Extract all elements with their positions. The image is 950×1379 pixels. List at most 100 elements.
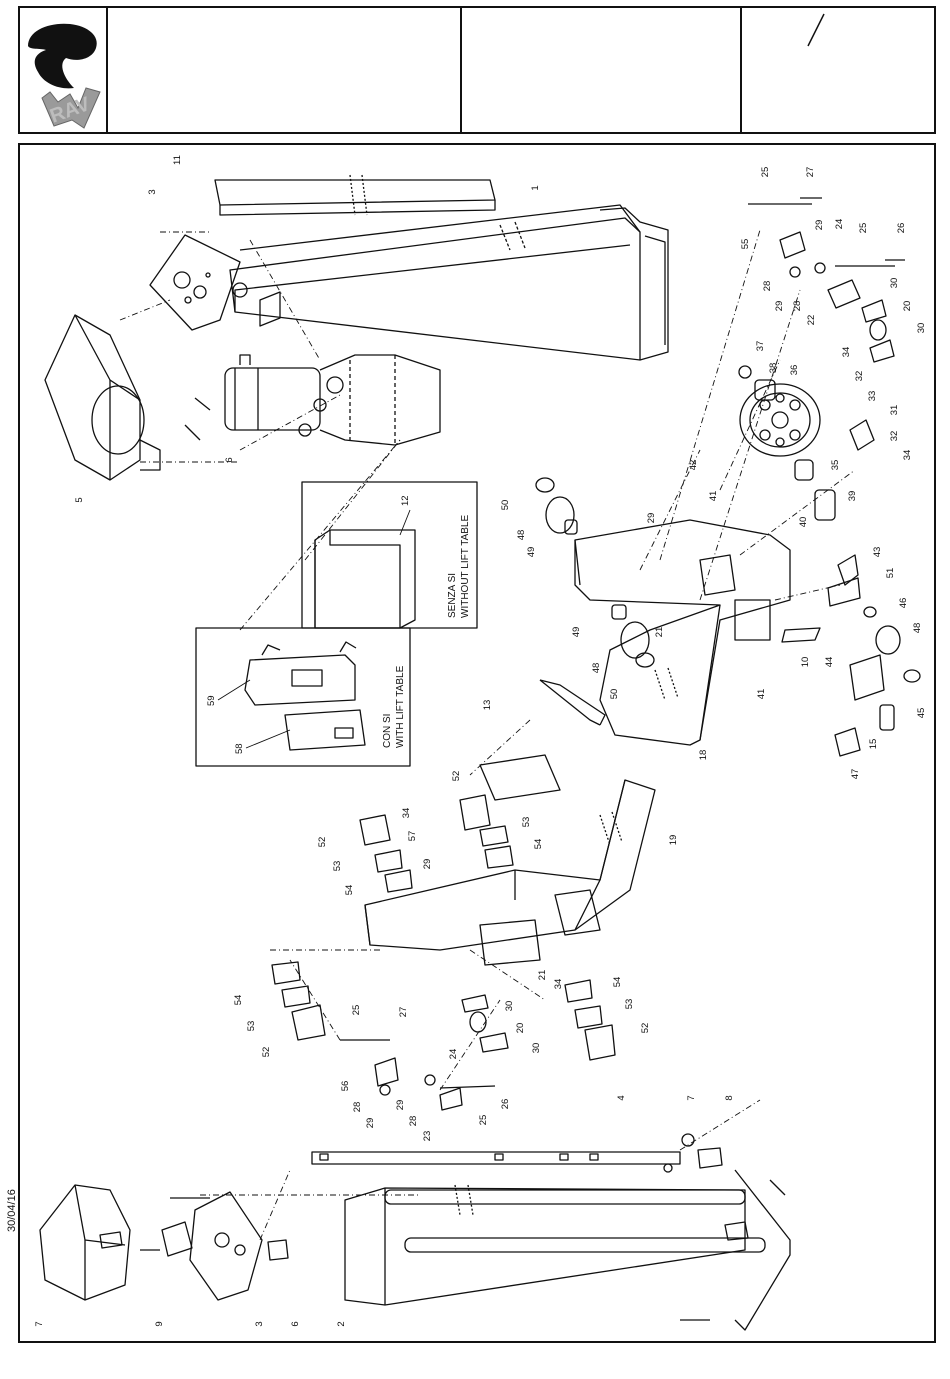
part-callout-22: 22 — [806, 315, 817, 326]
part-callout-25: 25 — [760, 167, 771, 178]
part-callout-3: 3 — [147, 189, 158, 194]
part-callout-32: 32 — [854, 371, 865, 382]
part-callout-25: 25 — [351, 1005, 362, 1016]
part-callout-29: 29 — [646, 513, 657, 524]
leader-lines — [119, 229, 856, 1241]
part-callout-15: 15 — [868, 739, 879, 750]
motor-unit — [224, 354, 441, 446]
part-callout-29: 29 — [774, 301, 785, 312]
part-callout-53: 53 — [624, 999, 635, 1010]
part-callout-48: 48 — [591, 663, 602, 674]
part-callout-30: 30 — [504, 1001, 515, 1012]
part-callout-5: 5 — [74, 497, 85, 502]
part-callout-27: 27 — [805, 167, 816, 178]
base-column — [344, 1169, 791, 1331]
part-callout-30: 30 — [916, 323, 927, 334]
part-callout-50: 50 — [500, 500, 511, 511]
arm-18 — [574, 519, 791, 746]
arm-19 — [364, 779, 656, 966]
part-callout-25: 25 — [478, 1115, 489, 1126]
part-callout-52: 52 — [261, 1047, 272, 1058]
title-cell — [108, 8, 462, 132]
part-callout-43: 43 — [872, 547, 883, 558]
parts-7-8 — [663, 1133, 723, 1173]
part-callout-20: 20 — [515, 1023, 526, 1034]
part-callout-9: 9 — [154, 1321, 165, 1326]
part-callout-45: 45 — [916, 708, 927, 719]
part-callout-38: 38 — [768, 363, 779, 374]
part-callout-29: 29 — [395, 1100, 406, 1111]
brackets-left — [271, 794, 616, 1061]
part-callout-48: 48 — [912, 623, 923, 634]
part-callout-27: 27 — [398, 1007, 409, 1018]
title-block: RAV — [18, 6, 936, 134]
part-callout-29: 29 — [814, 220, 825, 231]
part-callout-24: 24 — [448, 1049, 459, 1060]
part-callout-41: 41 — [708, 491, 719, 502]
part-callout-13: 13 — [482, 700, 493, 711]
part-callout-54: 54 — [612, 977, 623, 988]
lower-mechanism — [340, 994, 509, 1111]
part-callout-29: 29 — [365, 1118, 376, 1129]
plate-13 — [479, 679, 606, 801]
part-callout-44: 44 — [824, 657, 835, 668]
main-column — [229, 204, 669, 361]
part-callout-34: 34 — [553, 979, 564, 990]
bracket-right-upper — [748, 197, 905, 451]
bracket-right-lower — [781, 554, 921, 757]
part-callout-6: 6 — [224, 457, 235, 462]
part-callout-47: 47 — [850, 769, 861, 780]
part-callout-8: 8 — [724, 1095, 735, 1100]
part-callout-21: 21 — [654, 627, 665, 638]
part-callout-46: 46 — [898, 598, 909, 609]
part-callout-11: 11 — [172, 155, 183, 165]
part-callout-7: 7 — [34, 1321, 45, 1326]
rollers — [738, 365, 836, 521]
inset-part-58: 58 — [234, 743, 245, 754]
inset-with-line1: CON SI — [382, 714, 393, 748]
part-callout-54: 54 — [344, 885, 355, 896]
part-callout-57: 57 — [407, 831, 418, 842]
part-callout-30: 30 — [889, 278, 900, 289]
sheet-slash — [807, 13, 825, 47]
part-callout-26: 26 — [896, 223, 907, 234]
part-callout-50: 50 — [609, 689, 620, 700]
inset-without-line2: WITHOUT LIFT TABLE — [460, 515, 471, 618]
part-callout-56: 56 — [340, 1081, 351, 1092]
part-callout-21: 21 — [537, 970, 548, 981]
part-callout-3: 3 — [254, 1321, 265, 1326]
part-callout-53: 53 — [246, 1021, 257, 1032]
part-callout-20: 20 — [902, 301, 913, 312]
inset-texts: SENZA SI WITHOUT LIFT TABLE CON SI WITH … — [206, 495, 471, 754]
part-callout-53: 53 — [521, 817, 532, 828]
inset-part-12: 12 — [400, 495, 411, 506]
channel-11 — [214, 174, 496, 216]
wheel-36 — [739, 383, 821, 457]
inset-with-line2: WITH LIFT TABLE — [395, 665, 406, 748]
part-callout-24: 24 — [834, 219, 845, 230]
part-callout-32: 32 — [889, 431, 900, 442]
part-callout-39: 39 — [847, 491, 858, 502]
part-callout-34: 34 — [902, 450, 913, 461]
part-callout-25: 25 — [858, 223, 869, 234]
part-callout-2: 2 — [336, 1321, 347, 1326]
part-callout-28: 28 — [792, 301, 803, 312]
part-callout-54: 54 — [233, 995, 244, 1006]
part-callout-55: 55 — [740, 239, 751, 250]
cover-5 — [44, 314, 161, 481]
part-callout-33: 33 — [867, 391, 878, 402]
inset-leaders — [217, 509, 411, 749]
part-callout-36: 36 — [789, 365, 800, 376]
drawing-frame — [18, 143, 936, 1343]
part-callout-54: 54 — [533, 839, 544, 850]
part-callout-18: 18 — [698, 750, 709, 761]
part-callout-28: 28 — [352, 1102, 363, 1113]
part-callout-26: 26 — [500, 1099, 511, 1110]
part-callout-29: 29 — [422, 859, 433, 870]
part-callout-30: 30 — [531, 1043, 542, 1054]
part-callout-7: 7 — [686, 1095, 697, 1100]
part-callout-42: 42 — [688, 460, 699, 471]
part-callout-28: 28 — [408, 1116, 419, 1127]
